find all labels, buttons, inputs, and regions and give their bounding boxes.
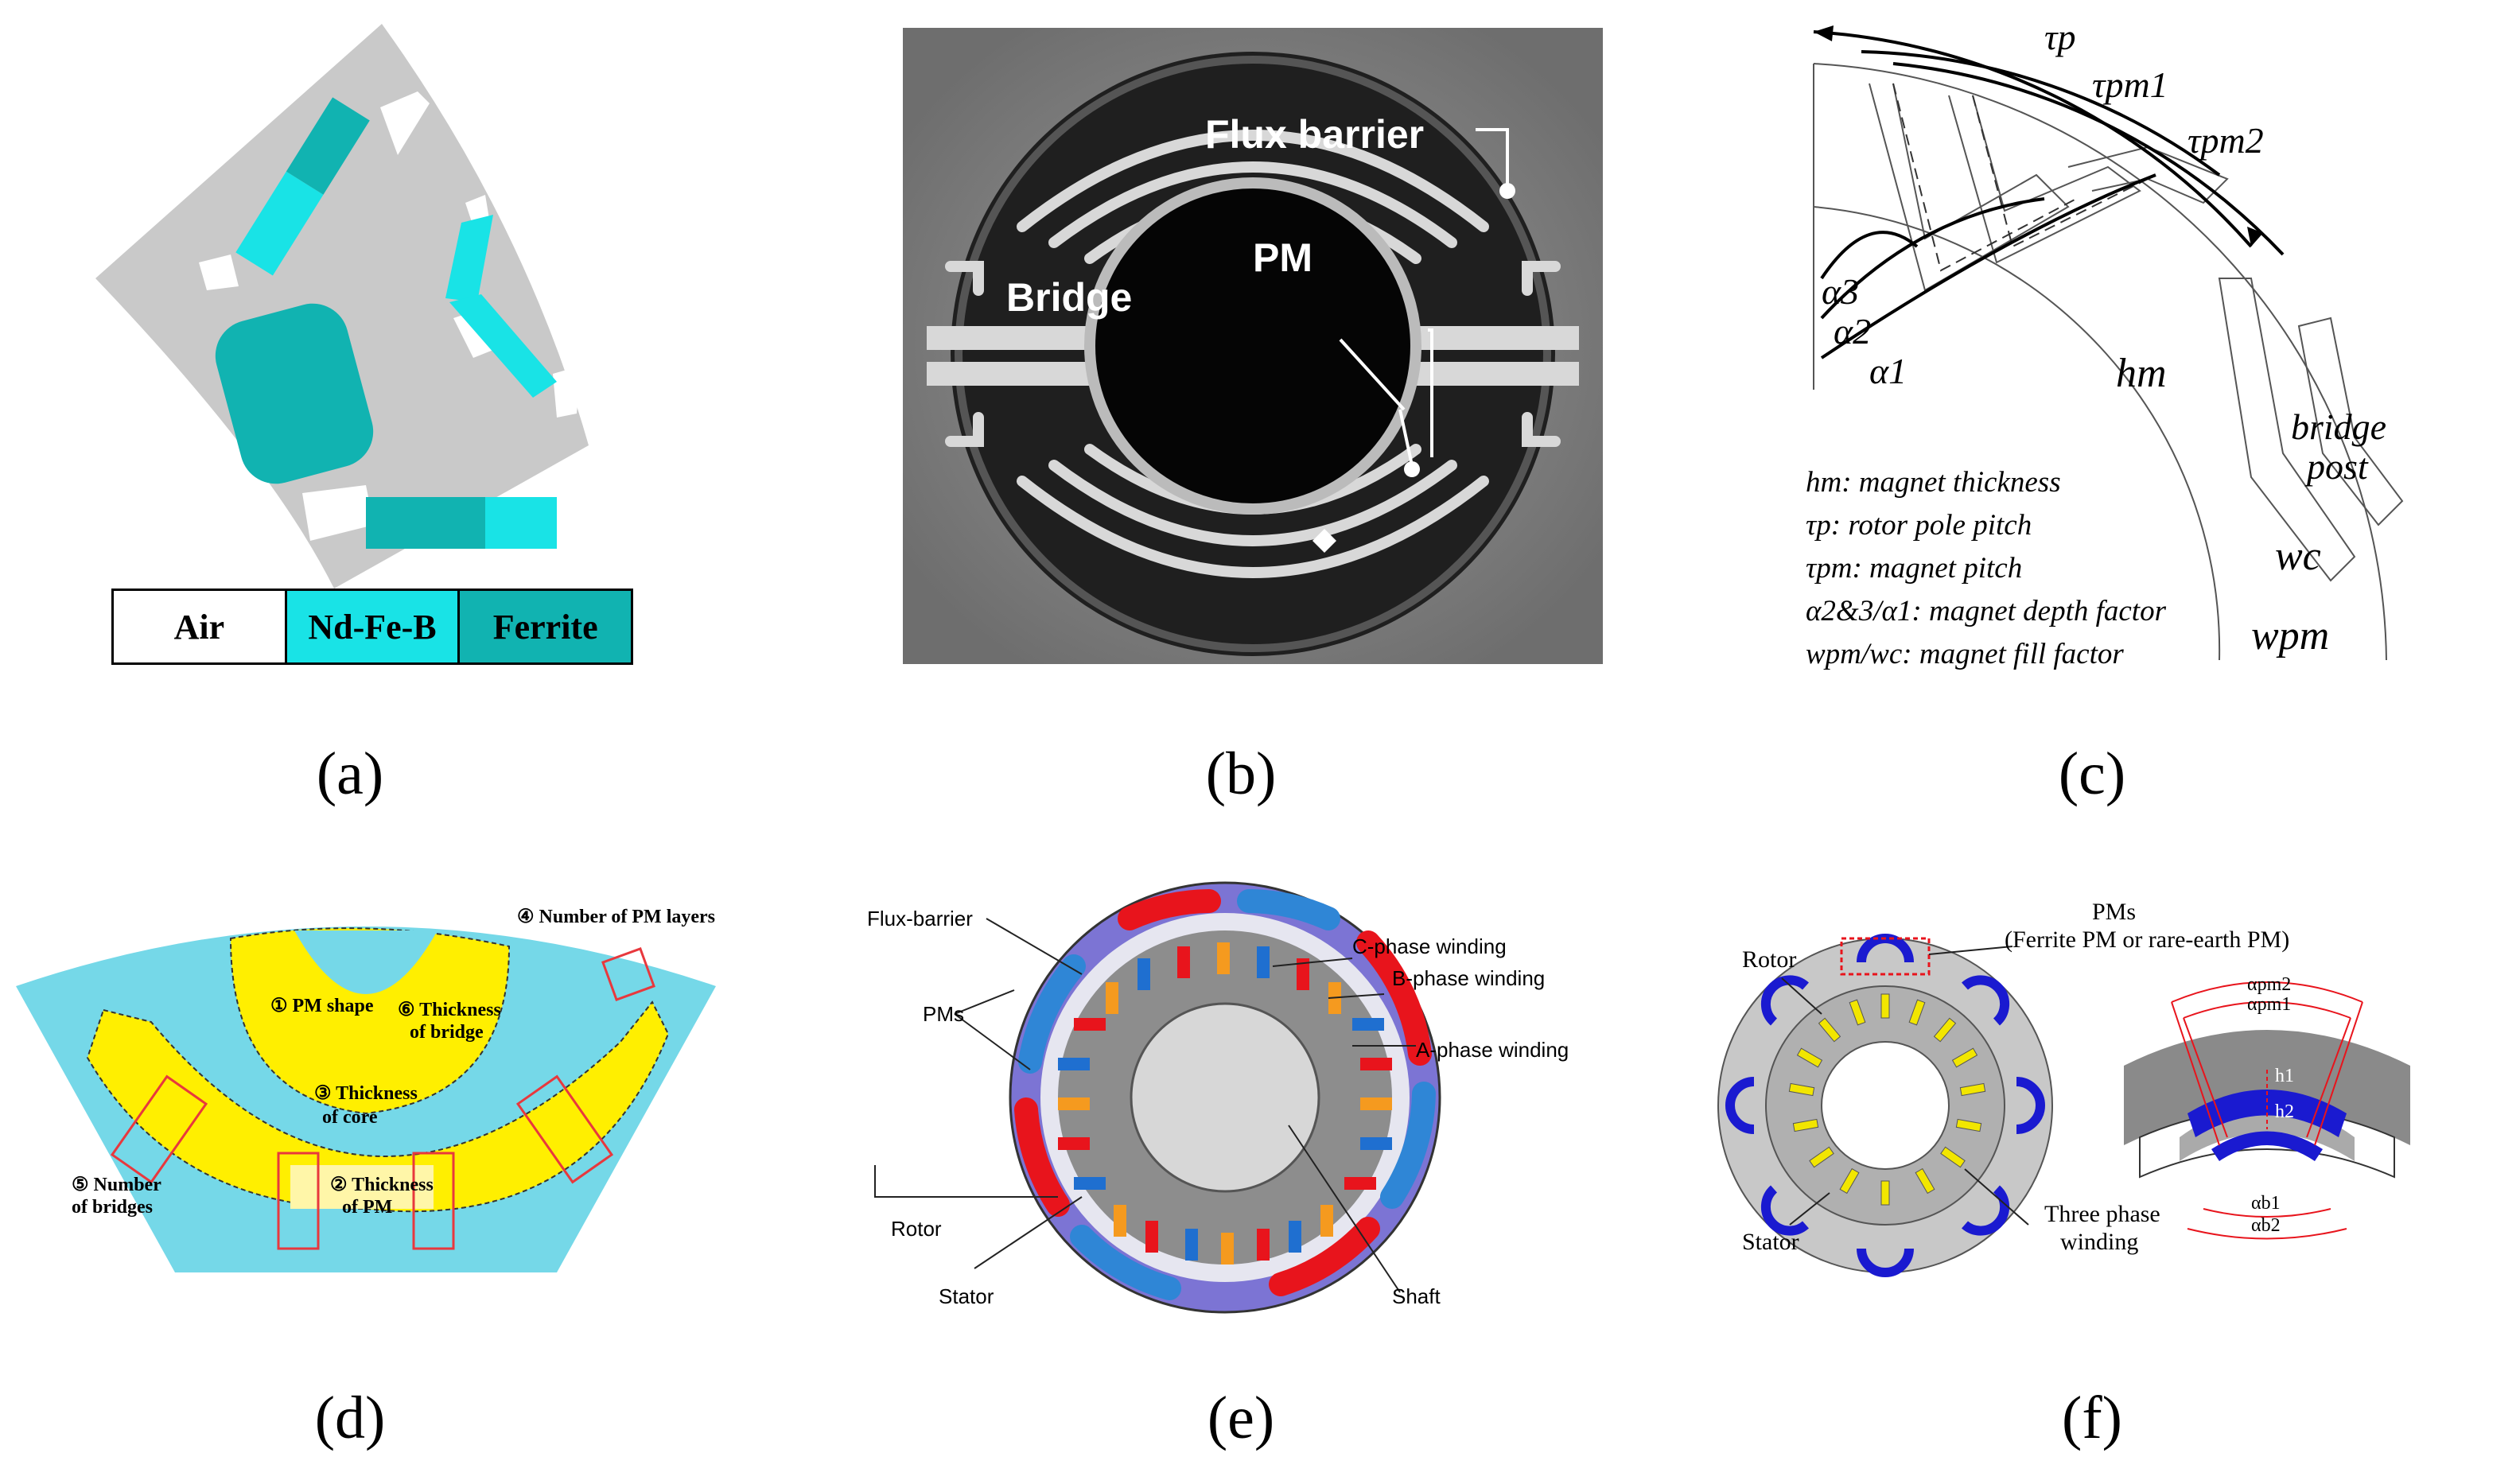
panel-c: τp τpm1 τpm2 α3 α2 α1 hm bridge post wc … [1774, 8, 2410, 692]
panel-e: Flux-barrier C-phase winding B-phase win… [843, 871, 1639, 1332]
label-bridge-thick-1: ⑥ Thickness [398, 1000, 501, 1020]
caption-d: (d) [314, 1385, 386, 1451]
shaft [1130, 1002, 1320, 1193]
motor-cross-section-f [1717, 934, 2410, 1277]
motor-cross-section-e [874, 881, 1441, 1314]
label-winding-f-1: Three phase [2044, 1201, 2160, 1227]
label-bridge: Bridge [1006, 275, 1133, 320]
label-bridge-post-1: bridge [2291, 406, 2387, 447]
pm-layer-inner [229, 927, 511, 1115]
caption-b: (b) [1205, 740, 1277, 807]
sym-h-m: hm [2116, 351, 2167, 396]
legend-a: Air Nd-Fe-B Ferrite [111, 589, 633, 665]
label-rotor-e: Rotor [891, 1217, 942, 1241]
caption-c: (c) [2058, 740, 2126, 807]
magnet-bottom [366, 497, 557, 549]
label-bridges-2: of bridges [72, 1197, 153, 1218]
air-pocket [302, 485, 374, 541]
label-alpha-pm2: αpm2 [2247, 974, 2292, 995]
label-pms-f-1: PMs [2092, 899, 2137, 925]
label-alpha-b1: αb1 [2251, 1193, 2281, 1214]
air-pocket [553, 366, 581, 418]
label-pms-f-2: (Ferrite PM or rare-earth PM) [2005, 927, 2290, 953]
bore-f [1821, 1041, 1950, 1170]
sym-tau-p: τp [2044, 17, 2076, 57]
label-c-phase: C-phase winding [1352, 934, 1507, 958]
label-winding-f-2: winding [2060, 1229, 2139, 1255]
panel-b: Flux barrier PM Bridge [903, 28, 1603, 664]
sym-w-c: wc [2275, 534, 2321, 579]
label-b-phase: B-phase winding [1392, 966, 1546, 990]
annotation-lines-e [874, 918, 1416, 1293]
definition-tau-p: τp: rotor pole pitch [1806, 509, 2032, 542]
winding-coils-f [1788, 993, 1986, 1206]
caption-e: (e) [1207, 1385, 1275, 1451]
definition-wpm: wpm/wc: magnet fill factor [1806, 638, 2124, 670]
label-pm-shape: ① PM shape [270, 996, 374, 1016]
sym-alpha1: α1 [1869, 351, 1908, 391]
label-pm-thick-1: ② Thickness [330, 1175, 434, 1195]
label-bridge-post-2: post [2307, 446, 2368, 487]
label-flux-barrier-e: Flux-barrier [867, 907, 973, 930]
shaft-bore [1084, 177, 1421, 515]
magnet-geometry-c [1813, 25, 2404, 661]
legend-ferrite: Ferrite [460, 591, 632, 662]
label-h2: h2 [2275, 1101, 2294, 1122]
air-pocket [199, 254, 239, 290]
label-a-phase: A-phase winding [1416, 1038, 1569, 1062]
label-pm: PM [1253, 235, 1312, 280]
rotor-photo-b [903, 28, 1603, 664]
panel-d: ④ Number of PM layers ① PM shape ⑥ Thick… [16, 899, 716, 1296]
definition-alpha: α2&3/α1: magnet depth factor [1806, 595, 2166, 627]
highlight-boxes [110, 947, 655, 1250]
magnet-outer-layer [235, 97, 370, 276]
legend-ndfeb: Nd-Fe-B [286, 591, 461, 662]
label-bridges-1: ⑤ Number [72, 1175, 161, 1195]
sym-tau-pm1: τpm1 [2092, 64, 2168, 105]
definition-hm: hm: magnet thickness [1806, 466, 2061, 499]
air-pocket [549, 497, 597, 541]
legend-air: Air [114, 591, 287, 662]
rotor-sector-diagram-a [95, 24, 597, 589]
label-pm-layers: ④ Number of PM layers [517, 907, 716, 927]
annotation-lines-b [1339, 128, 1509, 466]
rotor-steel-sector [95, 24, 589, 589]
magnet-middle-layer [445, 215, 557, 398]
label-flux-barrier: Flux barrier [1205, 112, 1425, 157]
label-bridge-thick-2: of bridge [410, 1022, 484, 1043]
rotor-pm-arcs [1725, 934, 2045, 1277]
label-h1: h1 [2275, 1066, 2294, 1086]
label-alpha-b2: αb2 [2251, 1215, 2281, 1236]
rotor-segment-d [16, 927, 716, 1272]
label-alpha-pm1: αpm1 [2247, 994, 2292, 1015]
label-rotor-f: Rotor [1742, 946, 1797, 973]
sym-tau-pm2: τpm2 [2188, 120, 2264, 161]
label-pm-thick-2: of PM [342, 1197, 393, 1218]
sym-w-pm: wpm [2251, 613, 2330, 658]
air-pocket [380, 91, 430, 155]
label-stator-f: Stator [1742, 1229, 1799, 1255]
pm-layer-outer [86, 1000, 670, 1213]
sym-alpha3: α3 [1822, 271, 1860, 312]
label-pms-e: PMs [923, 1002, 964, 1026]
label-core-thick-2: of core [322, 1107, 378, 1128]
definitions-list: hm: magnet thickness τp: rotor pole pitc… [1806, 461, 2166, 676]
definition-tau-pm: τpm: magnet pitch [1806, 552, 2023, 585]
caption-a: (a) [316, 740, 384, 807]
label-core-thick-1: ③ Thickness [314, 1083, 418, 1104]
label-shaft-e: Shaft [1392, 1284, 1441, 1308]
label-stator-e: Stator [939, 1284, 994, 1308]
panel-a: Air Nd-Fe-B Ferrite [80, 16, 652, 668]
detail-view-f [2124, 981, 2410, 1240]
sym-alpha2: α2 [1834, 311, 1872, 352]
caption-f: (f) [2062, 1385, 2122, 1451]
pm-segments [1014, 889, 1436, 1300]
panel-f: Rotor PMs (Ferrite PM or rare-earth PM) … [1717, 875, 2506, 1320]
stator-coils [1058, 942, 1392, 1265]
magnet-ferrite-block [215, 303, 374, 484]
air-pocket [453, 310, 493, 358]
